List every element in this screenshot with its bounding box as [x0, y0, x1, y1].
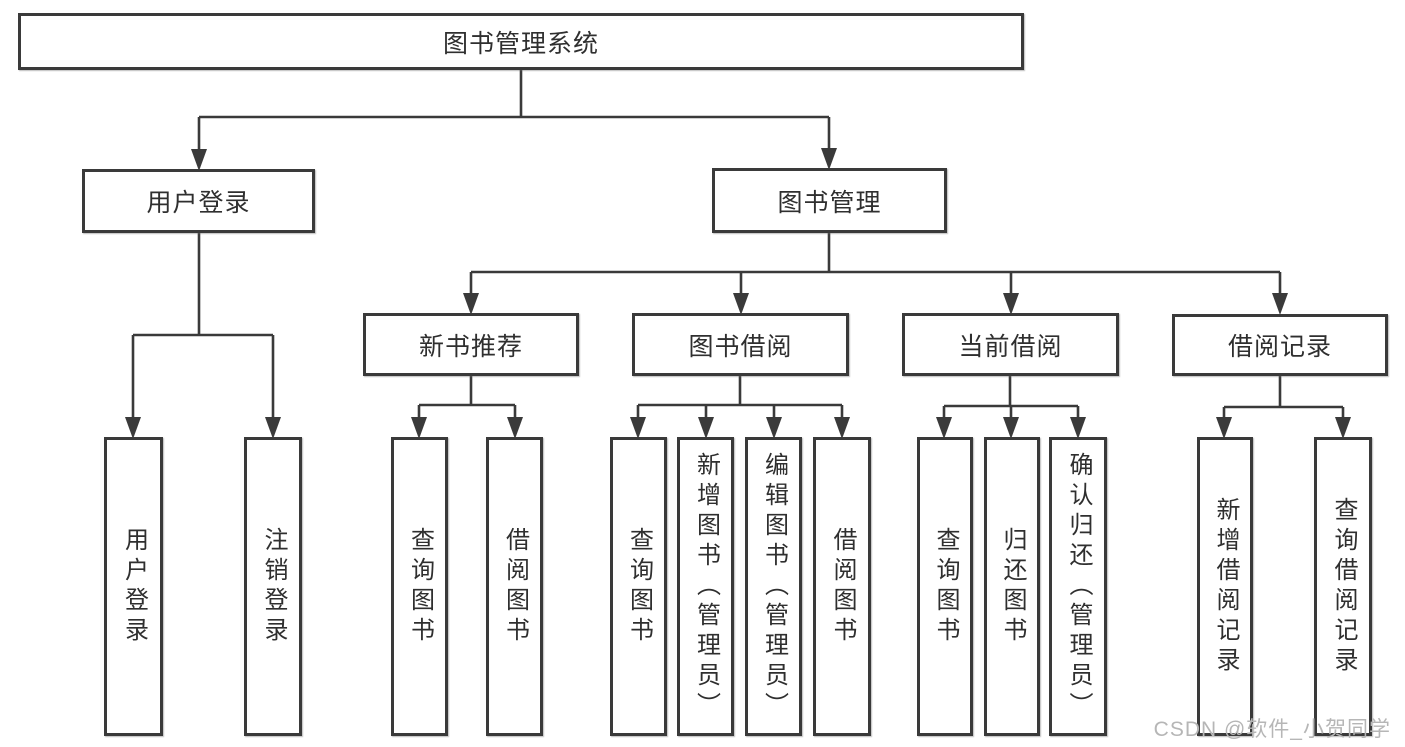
node-book-borrowing: 图书借阅 — [632, 313, 849, 376]
leaf-query-borrow-record: 查询借阅记录 — [1314, 437, 1372, 736]
node-label: 新书推荐 — [418, 332, 523, 361]
node-new-book-recommend: 新书推荐 — [363, 313, 579, 376]
leaf-label: 借阅图书 — [501, 526, 529, 647]
leaf-return-book: 归还图书 — [984, 437, 1040, 736]
leaf-label: 借阅图书 — [829, 526, 856, 647]
leaf-add-borrow-record: 新增借阅记录 — [1197, 437, 1253, 736]
leaf-borrow-books-recommend: 借阅图书 — [486, 437, 543, 736]
leaf-label: 归还图书 — [999, 526, 1026, 647]
node-label: 图书管理 — [777, 188, 882, 217]
leaf-label: 新增借阅记录 — [1212, 496, 1239, 677]
leaf-logout: 注销登录 — [244, 437, 302, 736]
node-current-borrowing: 当前借阅 — [902, 313, 1119, 376]
leaf-query-books-current: 查询图书 — [917, 437, 973, 736]
leaf-query-books-borrowing: 查询图书 — [610, 437, 667, 736]
connector-lines — [131, 70, 1345, 423]
leaf-user-login: 用户登录 — [104, 437, 163, 736]
leaf-label: 确认归还（管理员） — [1065, 451, 1092, 722]
node-label: 用户登录 — [146, 189, 251, 217]
node-label: 借阅记录 — [1227, 333, 1332, 361]
leaf-label: 用户登录 — [120, 526, 148, 647]
leaf-label: 查询图书 — [406, 526, 434, 647]
node-user-login: 用户登录 — [82, 169, 315, 233]
leaf-borrow-books-borrowing: 借阅图书 — [813, 437, 871, 736]
node-label: 当前借阅 — [958, 332, 1063, 361]
leaf-label: 新增图书（管理员） — [692, 451, 720, 722]
leaf-query-books-recommend: 查询图书 — [391, 437, 448, 736]
leaf-label: 查询借阅记录 — [1330, 496, 1357, 677]
leaf-label: 编辑图书（管理员） — [760, 451, 788, 722]
node-borrow-records: 借阅记录 — [1172, 314, 1388, 376]
leaf-label: 查询图书 — [625, 526, 653, 647]
node-root-system: 图书管理系统 — [18, 13, 1024, 70]
node-label: 图书借阅 — [688, 332, 793, 361]
leaf-add-book-admin: 新增图书（管理员） — [677, 437, 734, 736]
leaf-label: 查询图书 — [932, 526, 959, 647]
node-book-management: 图书管理 — [712, 168, 947, 233]
leaf-confirm-return-admin: 确认归还（管理员） — [1049, 437, 1107, 736]
leaf-label: 注销登录 — [260, 526, 287, 647]
csdn-watermark: CSDN @软件_小贺同学 — [1153, 718, 1391, 741]
leaf-edit-book-admin: 编辑图书（管理员） — [745, 437, 802, 736]
node-label: 图书管理系统 — [442, 29, 599, 58]
